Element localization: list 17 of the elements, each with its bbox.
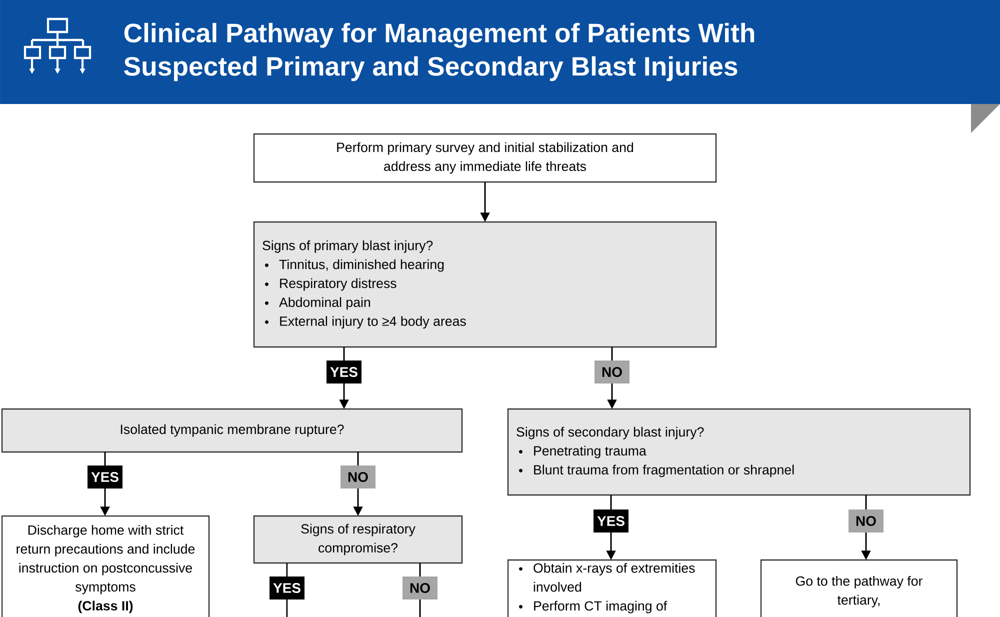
process-box: Discharge home with strict return precautions and include instruction on postconcussive symptoms (Class II) (1, 515, 210, 617)
edge-label: YES (594, 510, 628, 532)
decision-box: Signs of respiratory compromise? (253, 515, 463, 564)
title: Clinical Pathway for Management of Patients With Suspected Primary and Secondary Blast Injuries (124, 22, 754, 82)
process-box: Obtain x-rays of extremities involved Perform CT imaging of (507, 559, 717, 617)
edge-label: YES (270, 576, 304, 600)
decision-box: Isolated tympanic membrane rupture? (1, 408, 463, 453)
process-box: Go to the pathway for tertiary, (760, 559, 958, 617)
edge-label: YES (88, 466, 122, 488)
edge-label: NO (848, 510, 884, 532)
decision-box: Signs of secondary blast injury? Penetrating trauma Blunt trauma from fragmentation or shrapnel (507, 408, 971, 496)
edge-label: NO (594, 360, 630, 384)
edge-label: YES (326, 360, 362, 384)
decision-box: Signs of primary blast injury? Tinnitus, diminished hearing Respiratory distress Abdominal pain External injury to ≥4 body areas (253, 221, 717, 348)
process-box: Perform primary survey and initial stabilization and address any immediate life threats (253, 133, 717, 183)
edge-label: NO (402, 576, 438, 600)
edge-label: NO (340, 466, 376, 488)
